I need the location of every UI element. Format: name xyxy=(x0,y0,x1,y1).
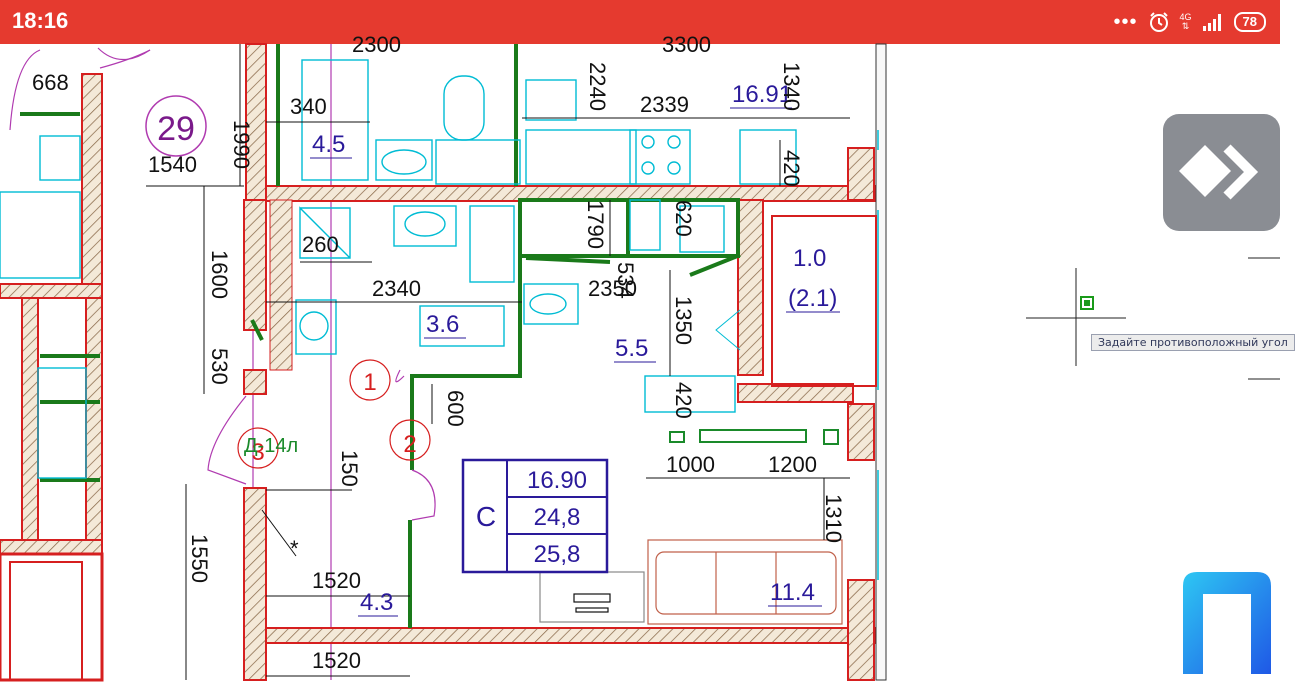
app-logo-icon[interactable] xyxy=(1183,572,1271,674)
forward-arrow-icon xyxy=(1179,144,1259,200)
dim-3300: 3300 xyxy=(662,32,711,57)
marker-circle xyxy=(349,359,391,401)
area-living: 11.4 xyxy=(770,579,815,606)
area-balcony: 1.0 xyxy=(793,245,826,272)
dim-260: 260 xyxy=(302,232,339,257)
clock: 18:16 xyxy=(12,8,69,33)
dim-600: 600 xyxy=(443,390,468,427)
dim-150: 150 xyxy=(337,450,362,487)
dim-1550: 1550 xyxy=(187,534,212,583)
door-label: Д-14л xyxy=(244,435,298,457)
marker-3: 3 xyxy=(251,439,264,466)
battery-indicator: 78 xyxy=(1233,12,1266,32)
marker-circle xyxy=(237,427,279,469)
room-number-marker xyxy=(145,95,207,157)
alarm-icon xyxy=(1149,12,1168,32)
dim-1310: 1310 xyxy=(821,494,846,543)
dim-2339: 2339 xyxy=(640,92,689,117)
area-kitchen: 16.91 xyxy=(732,81,792,108)
dim-668: 668 xyxy=(32,70,69,95)
dim-1520-a: 1520 xyxy=(312,568,361,593)
area-underlines xyxy=(310,107,840,617)
dimension-labels: 668 2300 3300 340 1540 2339 260 2340 235… xyxy=(32,32,817,673)
dim-2340: 2340 xyxy=(372,276,421,301)
dim-340: 340 xyxy=(290,94,327,119)
dimension-lines xyxy=(146,44,850,680)
room-number: 29 xyxy=(157,110,195,148)
dim-2300: 2300 xyxy=(352,32,401,57)
summary-area-a: 24,8 xyxy=(534,504,581,531)
floor-plan-drawing: 29 1 2 3 Д-14л * 4.5 16.91 1.0 (2.1) 3.6… xyxy=(0,32,887,682)
floor-plan-canvas[interactable]: 29 1 2 3 Д-14л * 4.5 16.91 1.0 (2.1) 3.6… xyxy=(0,32,890,682)
dim-534: 534 xyxy=(613,262,638,299)
room-area-labels: 4.5 16.91 1.0 (2.1) 3.6 5.5 4.3 11.4 xyxy=(312,81,837,616)
area-hall: 5.5 xyxy=(615,335,648,362)
balcony-outline xyxy=(771,215,877,387)
dim-1600: 1600 xyxy=(207,250,232,299)
more-notifications-icon: ••• xyxy=(1113,11,1138,33)
dim-1540: 1540 xyxy=(148,152,197,177)
living-fixtures xyxy=(669,429,839,445)
dim-2240: 2240 xyxy=(585,62,610,111)
status-bar: 18:16 ••• 4G⇅ 78 xyxy=(0,0,1280,44)
dim-1350: 1350 xyxy=(671,296,696,345)
area-corridor: 4.3 xyxy=(360,589,393,616)
summary-total: 16.90 xyxy=(527,467,587,494)
app-switch-button[interactable] xyxy=(1163,114,1280,231)
fixtures xyxy=(0,59,797,479)
dim-1520-b: 1520 xyxy=(312,648,361,673)
dim-420-b: 420 xyxy=(671,382,696,419)
partitions xyxy=(20,44,741,628)
summary-area-b: 25,8 xyxy=(534,541,581,568)
cad-crosshair xyxy=(1026,257,1280,380)
dim-420-a: 420 xyxy=(779,150,804,187)
summary-letter: С xyxy=(476,501,496,532)
network-type: 4G⇅ xyxy=(1179,12,1192,31)
signal-icon xyxy=(1202,14,1221,31)
walls xyxy=(0,43,887,682)
dim-1340: 1340 xyxy=(779,62,804,111)
asterisk: * xyxy=(290,536,299,561)
door-swing xyxy=(715,309,741,351)
marker-circle xyxy=(389,419,431,461)
marker-2: 2 xyxy=(403,431,416,458)
area-wc: 3.6 xyxy=(426,311,459,338)
dim-1790: 1790 xyxy=(583,200,608,249)
dim-1990: 1990 xyxy=(229,120,254,169)
area-balcony-sub: (2.1) xyxy=(788,285,837,312)
apartment-summary-table: С 16.90 24,8 25,8 xyxy=(461,458,609,574)
area-bath: 4.5 xyxy=(312,131,345,158)
doors xyxy=(97,47,436,521)
cad-prompt-tooltip: Задайте противоположный угол xyxy=(1091,334,1295,351)
dim-1000: 1000 xyxy=(666,452,715,477)
status-icons: ••• 4G⇅ 78 xyxy=(1113,9,1266,35)
dim-530: 530 xyxy=(207,348,232,385)
dim-2350: 2350 xyxy=(588,276,637,301)
dim-1200: 1200 xyxy=(768,452,817,477)
marker-1: 1 xyxy=(363,369,376,396)
dim-620: 620 xyxy=(671,200,696,237)
dimension-labels-vertical: 1990 2240 1340 420 1600 1790 620 534 135… xyxy=(187,62,846,583)
